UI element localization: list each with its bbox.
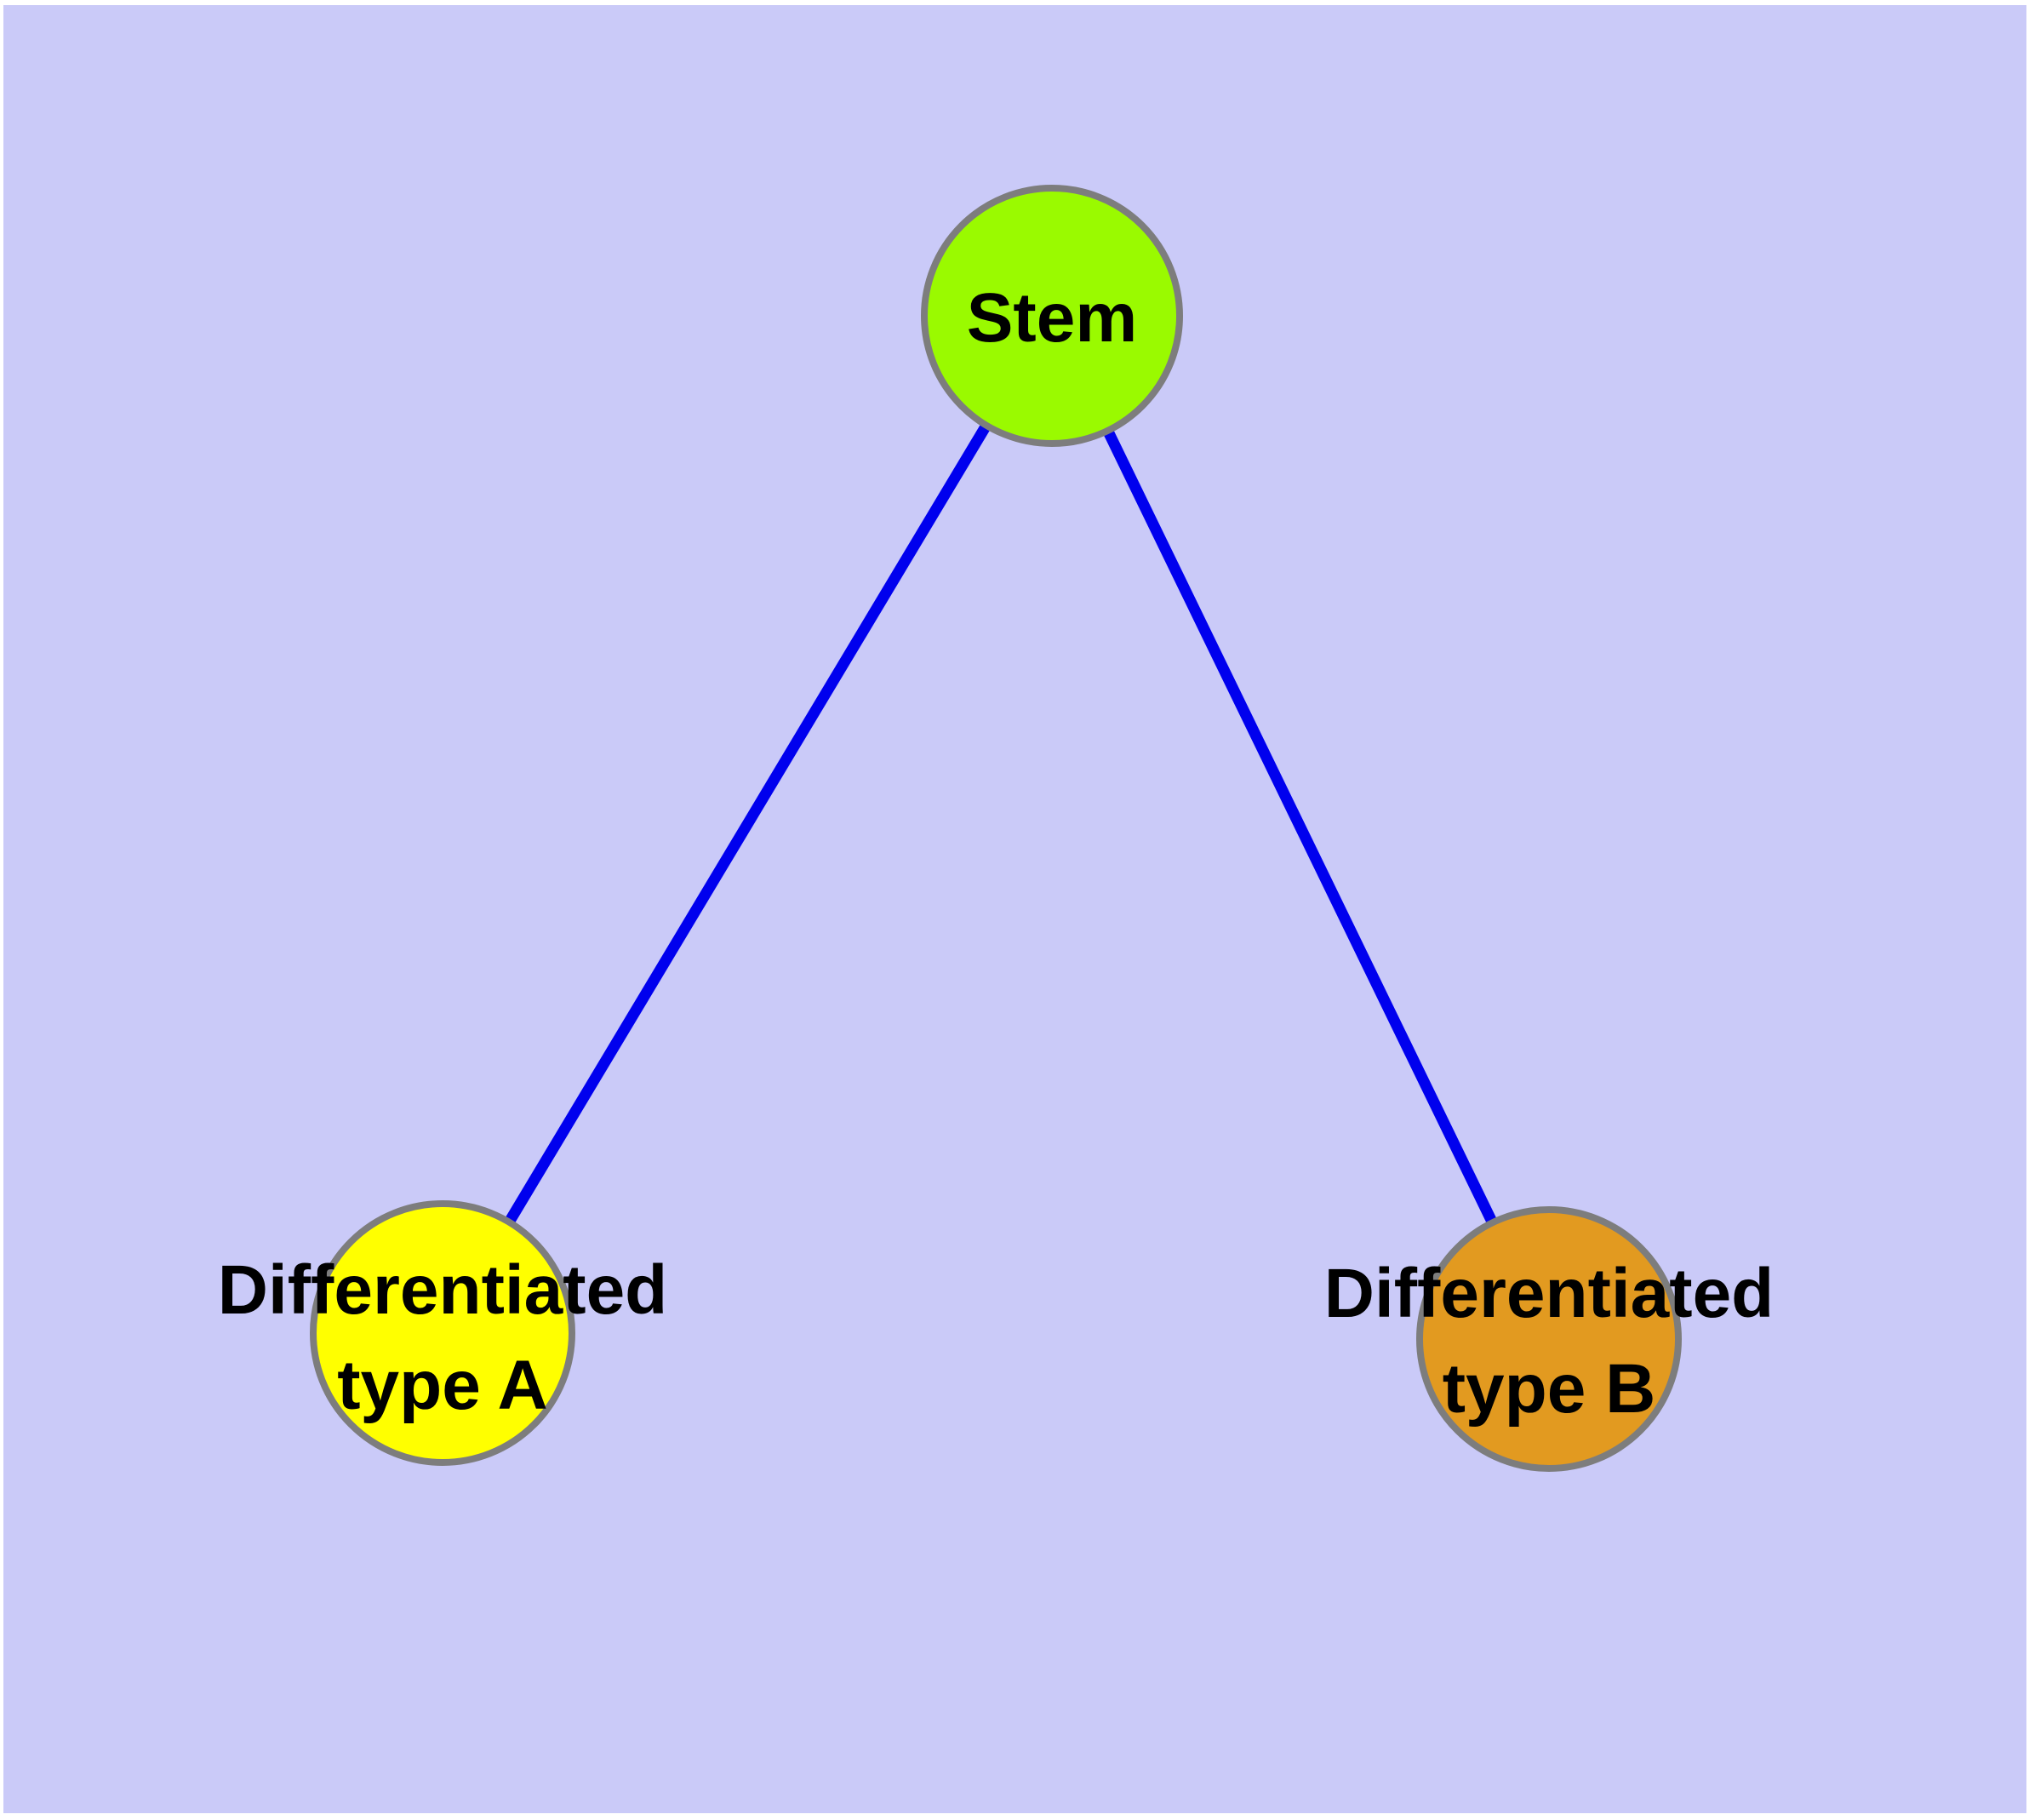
type-a-node-label: Differentiated type A — [218, 1243, 668, 1434]
type-b-label-line2: type B — [1442, 1350, 1656, 1428]
stem-node-circle — [921, 185, 1183, 447]
stem-node-label-text: Stem — [966, 279, 1138, 357]
type-b-node-circle — [1416, 1206, 1682, 1472]
edge-stem-to-type-a — [437, 312, 1057, 1336]
edge-stem-to-type-b — [1047, 313, 1554, 1342]
type-a-label-line2: type A — [337, 1347, 548, 1424]
type-a-label-line1: Differentiated — [217, 1251, 668, 1329]
type-b-node-label: Differentiated type B — [1324, 1246, 1775, 1437]
stem-node-label: Stem — [967, 271, 1138, 366]
type-a-node-circle — [310, 1200, 575, 1466]
type-b-label-line1: Differentiated — [1323, 1255, 1775, 1332]
